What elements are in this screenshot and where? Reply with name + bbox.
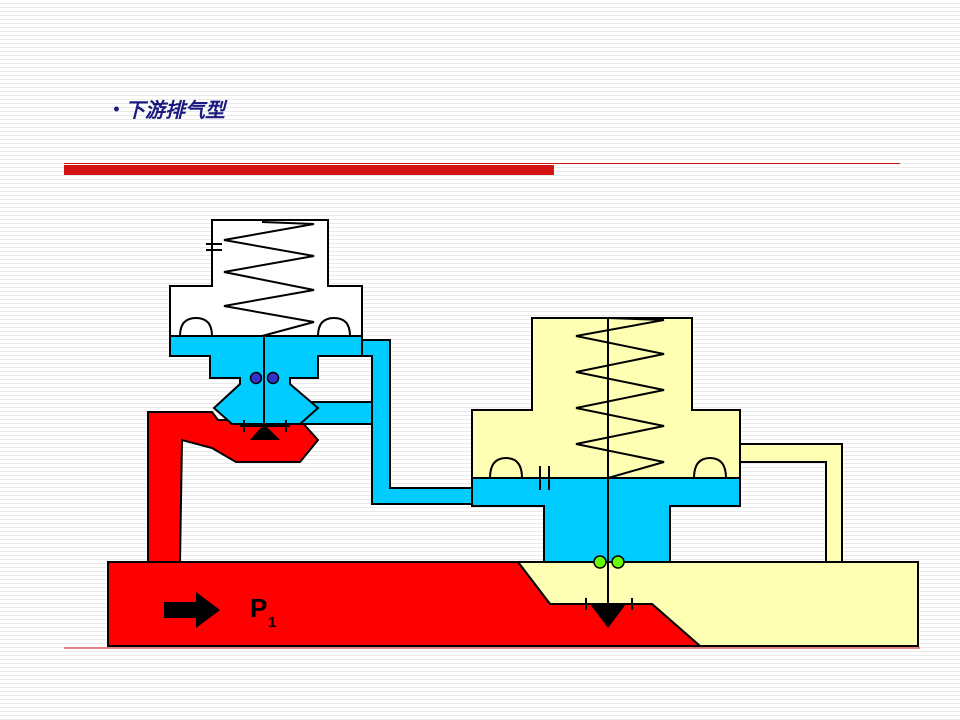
pressure-label: P <box>250 593 267 623</box>
title-bullet: • <box>112 102 121 118</box>
downstream-sensing-tube-fill <box>741 445 841 461</box>
pilot-valve-plug <box>250 424 280 440</box>
main-spring <box>575 317 665 479</box>
pilot-diaphragm-left-bump <box>179 316 213 337</box>
pilot-guide-ball-right <box>266 371 280 385</box>
title-rule-thick <box>64 165 554 175</box>
main-guide-ball-left <box>593 555 607 569</box>
upstream-sensing-tube <box>147 411 320 563</box>
downstream-sensing-tube-fill-v <box>826 445 841 561</box>
pilot-control-chamber <box>169 335 363 425</box>
downstream-sensing-tube-inner <box>740 461 827 562</box>
main-control-chamber <box>471 477 741 563</box>
pilot-spring <box>223 221 315 337</box>
title-rule-thin <box>64 163 900 164</box>
title-text: 下游排气型 <box>124 98 225 122</box>
pressure-subscript: 1 <box>268 614 276 631</box>
upstream-chamber <box>107 561 703 647</box>
pilot-guide-ball-left <box>249 371 263 385</box>
main-guide-ball-right <box>611 555 625 569</box>
main-valve-plug <box>590 604 626 628</box>
downstream-sensing-tube-outer <box>740 443 843 562</box>
pilot-diaphragm-right-bump <box>317 316 351 337</box>
slide-title: •下游排气型 <box>112 94 225 123</box>
flow-arrow-icon <box>164 592 220 628</box>
main-diaphragm-right-bump <box>693 456 727 479</box>
main-diaphragm-left-bump <box>489 456 523 479</box>
